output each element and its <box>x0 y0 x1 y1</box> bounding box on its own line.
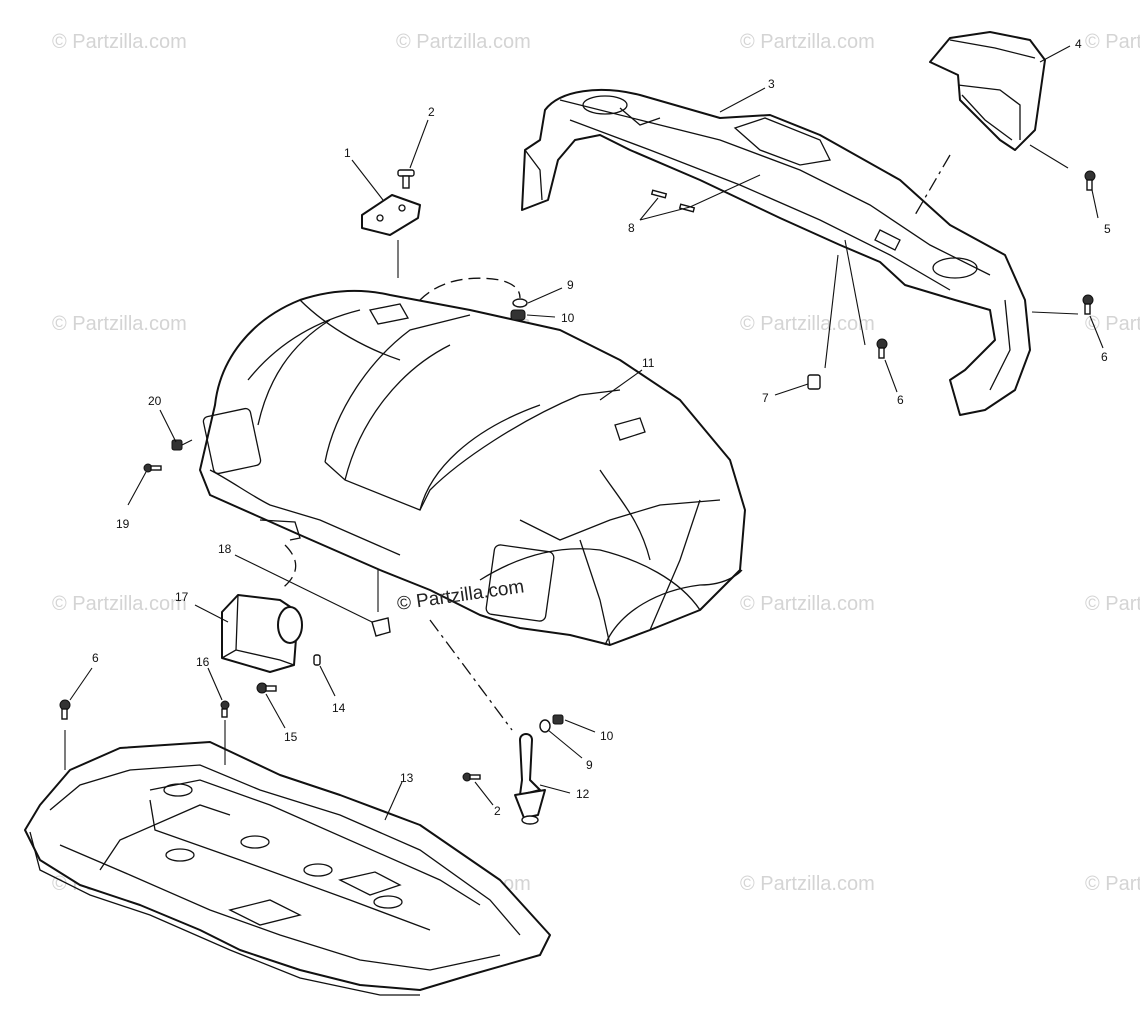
part-5-screw <box>1084 170 1096 191</box>
watermark: © Partzilla.com <box>1085 593 1140 615</box>
part-4-trim-cover <box>929 31 1046 151</box>
part-11-rear-cover <box>199 289 746 646</box>
part-15-screw <box>256 682 277 694</box>
part-19-screw <box>143 463 162 473</box>
watermark: © Partzilla.com <box>52 31 187 53</box>
hardware-washer-nut-lower <box>539 714 564 733</box>
part-2-screw-lower <box>462 772 481 782</box>
watermark: © Partzilla.com <box>740 313 875 335</box>
part-16-screw <box>220 700 230 718</box>
callout-11: 11 <box>642 356 655 370</box>
part-17-lamp-housing <box>221 594 303 673</box>
callout-7: 7 <box>762 391 769 405</box>
callout-1: 1 <box>344 146 351 160</box>
part-2-screw <box>397 169 415 189</box>
callout-17: 17 <box>175 590 189 604</box>
watermark: © Partzilla.com <box>52 593 187 615</box>
callout-9: 9 <box>567 278 574 292</box>
watermark-layer: © Partzilla.com © Partzilla.com © Partzi… <box>52 31 1140 895</box>
callout-2: 2 <box>428 105 435 119</box>
callout-14: 14 <box>332 701 346 715</box>
hardware-washer-nut-upper <box>510 298 528 321</box>
part-6-screw-middle <box>876 338 888 359</box>
part-1-latch-plate <box>361 194 421 236</box>
watermark: © Partzilla.com <box>740 873 875 895</box>
callout-18: 18 <box>218 542 232 556</box>
callout-3: 3 <box>768 77 775 91</box>
part-6-screw-right <box>1082 294 1094 315</box>
part-8-pins <box>650 189 696 213</box>
callout-6: 6 <box>1101 350 1108 364</box>
part-18-cap <box>371 617 391 637</box>
callout-labels: 1 2 3 4 5 6 6 6 7 8 9 10 11 20 19 18 17 … <box>92 37 1111 818</box>
callout-16: 16 <box>196 655 210 669</box>
callout-19: 19 <box>116 517 130 531</box>
callout-10: 10 <box>600 729 614 743</box>
callout-leaders <box>69 45 1104 821</box>
part-20-clip <box>171 439 193 451</box>
part-7-clip <box>807 374 821 390</box>
watermark: © Partzilla.com <box>740 31 875 53</box>
callout-5: 5 <box>1104 222 1111 236</box>
callout-15: 15 <box>284 730 298 744</box>
watermark: © Partzilla.com <box>52 313 187 335</box>
part-3-rear-rack <box>521 89 1031 416</box>
callout-12: 12 <box>576 787 590 801</box>
part-12-latch-strap <box>514 733 546 825</box>
callout-10: 10 <box>561 311 575 325</box>
callout-9: 9 <box>586 758 593 772</box>
assembly-lines <box>64 144 1079 770</box>
watermark: © Partzilla.com <box>1085 313 1140 335</box>
part-6-screw-left <box>59 699 71 720</box>
callout-4: 4 <box>1075 37 1082 51</box>
callout-8: 8 <box>628 221 635 235</box>
callout-6: 6 <box>92 651 99 665</box>
callout-20: 20 <box>148 394 162 408</box>
part-14-pin <box>313 654 321 666</box>
watermark: © Partzilla.com <box>1085 31 1140 53</box>
callout-2: 2 <box>494 804 501 818</box>
callout-13: 13 <box>400 771 414 785</box>
part-13-floor-pan <box>24 741 551 996</box>
watermark: © Partzilla.com <box>1085 873 1140 895</box>
watermark: © Partzilla.com <box>396 31 531 53</box>
watermark: © Partzilla.com <box>740 593 875 615</box>
callout-6: 6 <box>897 393 904 407</box>
